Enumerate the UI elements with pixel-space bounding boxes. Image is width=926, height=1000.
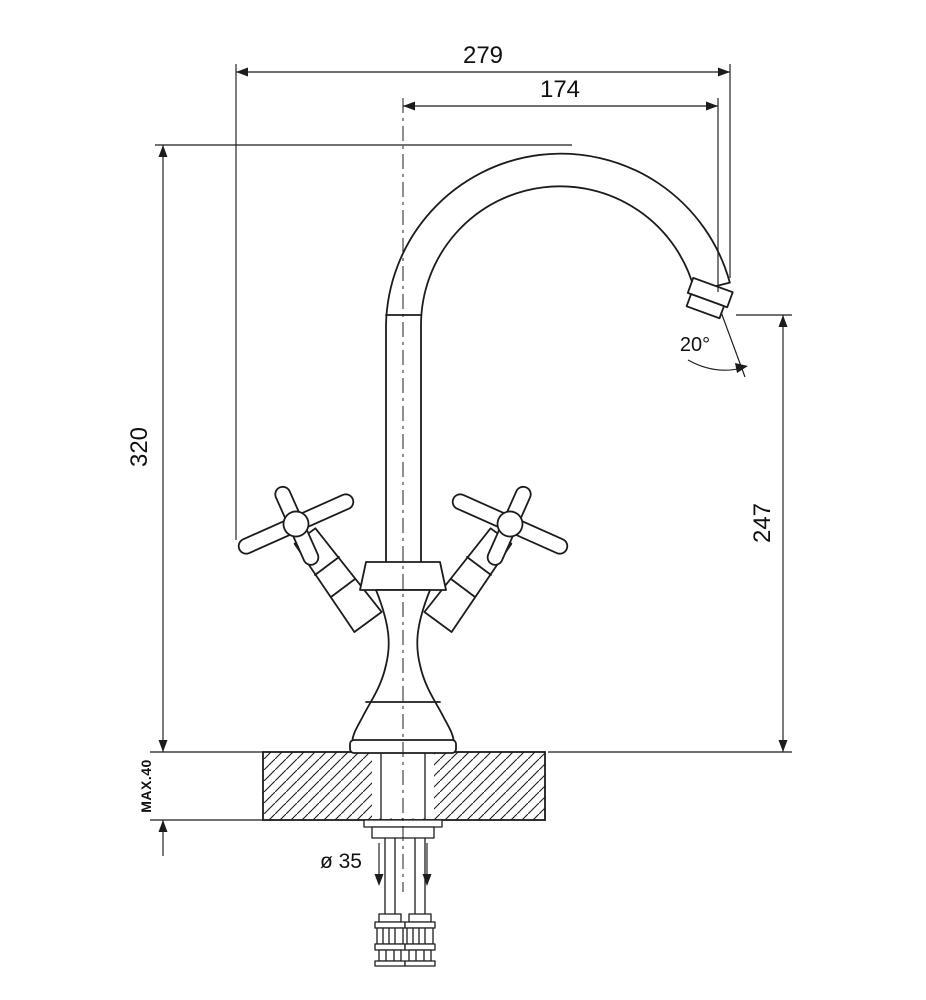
faucet-body <box>237 152 734 754</box>
dim-overall-height-label: 320 <box>126 427 153 467</box>
dimension-overall-width: 279 <box>235 42 731 540</box>
right-cross-handle <box>451 485 569 566</box>
supply-connectors <box>374 913 436 967</box>
dim-overall-width-label: 279 <box>463 42 503 69</box>
dim-hole-diameter-label: ø 35 <box>320 850 362 873</box>
spout <box>385 152 734 566</box>
dimension-hole-diameter: ø 35 <box>320 843 432 886</box>
dimension-spout-height: 247 <box>548 314 792 753</box>
dim-deck-thickness-label: MAX.40 <box>138 759 154 813</box>
dimension-spout-angle: 20° <box>680 311 748 378</box>
dim-spout-reach-label: 174 <box>540 76 580 103</box>
dim-spout-height-label: 247 <box>749 503 776 543</box>
aerator <box>685 276 734 320</box>
right-handle-hub <box>496 510 524 538</box>
washer <box>363 819 443 828</box>
countertop-section <box>262 751 546 821</box>
left-cross-handle <box>237 485 355 566</box>
dimension-spout-reach: 174 <box>403 76 719 292</box>
dimension-deck-thickness: MAX.40 <box>138 759 263 856</box>
dim-spout-angle-label: 20° <box>680 334 710 356</box>
dimension-overall-height: 320 <box>126 144 572 753</box>
left-handle-hub <box>282 510 310 538</box>
